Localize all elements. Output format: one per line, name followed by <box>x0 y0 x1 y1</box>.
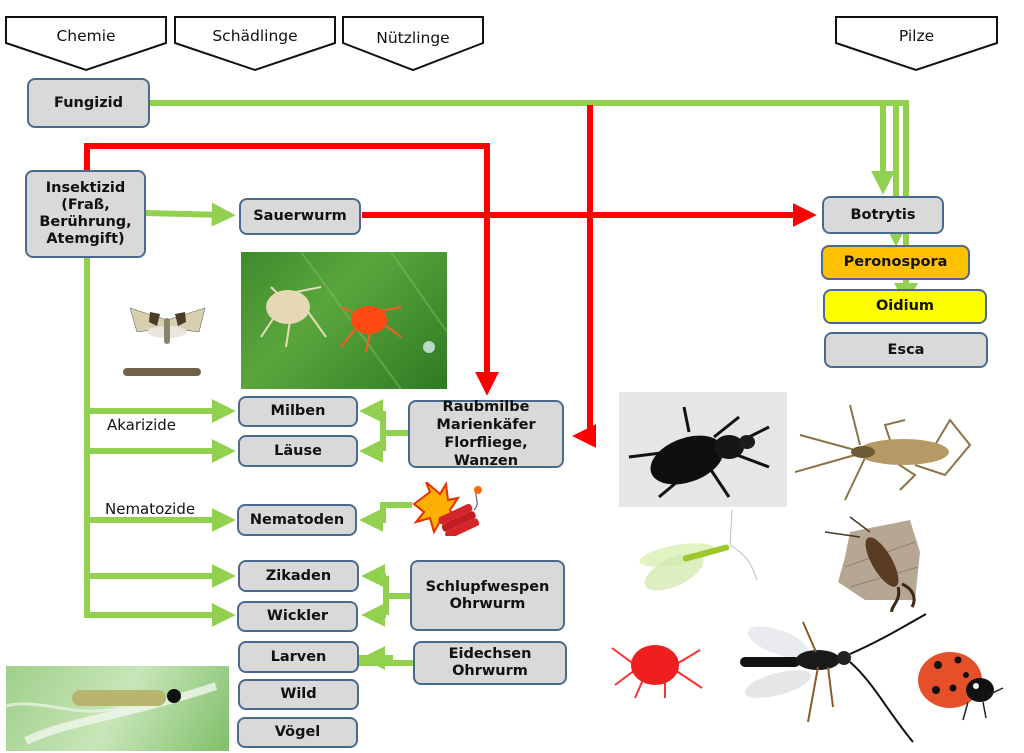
red-mite-photo <box>610 630 705 700</box>
ichneumon-wasp-photo <box>738 612 930 747</box>
moth-and-caterpillar-photo <box>105 290 230 390</box>
box-wickler[interactable]: Wickler <box>237 601 358 632</box>
box-larven[interactable]: Larven <box>238 641 359 673</box>
lacewing-photo <box>612 510 762 615</box>
header-nuetzlinge: Nützlinge <box>376 29 450 47</box>
box-fungizid[interactable]: Fungizid <box>27 78 150 128</box>
box-schlupfwespen-group[interactable]: Schlupfwespen Ohrwurm <box>410 560 565 631</box>
schlupfwespen-connector <box>361 564 410 627</box>
box-laeuse[interactable]: Läuse <box>238 435 358 467</box>
box-sauerwurm[interactable]: Sauerwurm <box>239 198 361 235</box>
box-peronospora[interactable]: Peronospora <box>821 245 970 280</box>
box-botrytis[interactable]: Botrytis <box>822 196 944 234</box>
earwig-photo <box>820 512 925 612</box>
tag-nuetzlinge-shape <box>342 16 484 72</box>
label-akarizide: Akarizide <box>107 416 177 434</box>
box-wild[interactable]: Wild <box>238 679 359 710</box>
box-nematoden[interactable]: Nematoden <box>237 504 357 536</box>
box-insektizid[interactable]: Insektizid (Fraß, Berührung, Atemgift) <box>25 170 146 258</box>
tag-schaedlinge-shape <box>174 16 336 72</box>
ground-beetle-photo <box>619 392 787 507</box>
label-nematozide: Nematozide <box>105 500 196 518</box>
header-pilze: Pilze <box>898 27 935 45</box>
tag-pilze-shape <box>835 16 998 72</box>
box-zikaden[interactable]: Zikaden <box>238 560 359 592</box>
box-esca[interactable]: Esca <box>824 332 988 368</box>
red-connectors <box>84 105 817 448</box>
dynamite-clipart <box>412 482 488 536</box>
insektizid-bus <box>84 257 236 627</box>
header-schaedlinge: Schädlinge <box>212 27 298 45</box>
tag-chemie-shape <box>5 16 167 72</box>
box-eidechsen-group[interactable]: Eidechsen Ohrwurm <box>413 641 567 685</box>
header-chemie: Chemie <box>56 27 116 45</box>
dynamite-nematoden-arrow <box>359 502 412 532</box>
insektizid-sauerwurm-arrow <box>144 202 236 227</box>
header-tags <box>5 16 998 72</box>
raubmilbe-connector <box>359 399 408 463</box>
box-raubmilbe-group[interactable]: Raubmilbe Marienkäfer Florfliege, Wanzen <box>408 399 564 469</box>
ladybug-photo <box>908 640 1008 725</box>
assassin-bug-photo <box>795 400 985 505</box>
spider-mites-on-leaf-photo <box>241 252 447 389</box>
box-milben[interactable]: Milben <box>238 396 358 427</box>
box-voegel[interactable]: Vögel <box>237 717 358 748</box>
caterpillar-on-leaf-photo <box>6 666 229 751</box>
box-oidium[interactable]: Oidium <box>823 289 987 324</box>
